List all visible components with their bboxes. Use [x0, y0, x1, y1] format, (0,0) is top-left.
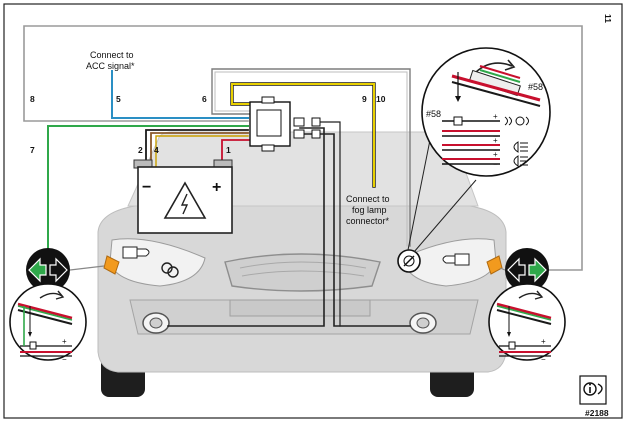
doc-code: #2188: [585, 408, 609, 418]
fog-label-line3: connector*: [346, 216, 390, 226]
fog-label-line2: fog lamp: [352, 205, 387, 215]
lightning-warning-icon: [163, 181, 207, 219]
polarity-minus-2: −: [493, 146, 498, 155]
wire-1: [221, 139, 255, 167]
battery: − +: [133, 159, 233, 234]
wire-number-4: 4: [154, 145, 159, 155]
bulb-icon: [442, 253, 470, 266]
arrow-right-icon: [528, 257, 547, 283]
wire-number-10: 10: [376, 94, 386, 104]
indicator-left: [103, 255, 120, 275]
bulb-icon: [122, 246, 150, 259]
headlight-connection-detail: #58 #58 + − + − + −: [407, 47, 551, 253]
plate-area: [229, 299, 371, 317]
wires: [23, 25, 583, 327]
battery-minus: −: [142, 179, 151, 196]
pin58-top-label: #58: [528, 82, 543, 92]
wire-5: [111, 70, 249, 119]
wire-6: [211, 68, 411, 247]
wire-7: [47, 125, 249, 257]
wire-number-9: 9: [362, 94, 367, 104]
link-icon: [161, 262, 179, 278]
polarity-plus-1: +: [493, 112, 498, 121]
fog-label-line1: Connect to: [346, 194, 390, 204]
polarity-minus-right: −: [541, 355, 546, 364]
polarity-plus-3: +: [493, 150, 498, 159]
wire-number-8: 8: [30, 94, 35, 104]
arrow-right-icon: [49, 257, 68, 283]
acc-label-line1: Connect to: [90, 50, 134, 60]
right-indicator-badge: [499, 248, 549, 292]
polarity-minus-left: −: [62, 355, 67, 364]
low-beam-icon: [513, 141, 528, 153]
indicator-right: [486, 255, 503, 275]
wire-number-7: 7: [30, 145, 35, 155]
pin58-left-label: #58: [426, 109, 441, 119]
wire-number-6: 6: [202, 94, 207, 104]
wire-number-2: 2: [138, 145, 143, 155]
right-indicator-detail: + −: [488, 283, 566, 364]
arrow-left-icon: [507, 257, 526, 283]
fog-harness: [167, 127, 325, 327]
polarity-plus-right: +: [541, 337, 546, 346]
arrow-left-icon: [28, 257, 47, 283]
polarity-plus-left: +: [62, 337, 67, 346]
control-module: [249, 96, 321, 152]
high-beam-icon: [513, 155, 528, 167]
polarity-minus-3: −: [493, 160, 498, 169]
wire-4: [150, 132, 249, 167]
left-indicator-detail: + −: [9, 283, 87, 364]
wire-2: [145, 129, 249, 167]
wire-number-1: 1: [226, 145, 231, 155]
grille: [224, 253, 381, 292]
acc-label-line2: ACC signal*: [86, 61, 135, 71]
wire-number-5: 5: [116, 94, 121, 104]
page-number: 11: [603, 14, 613, 23]
sidelight-icon: [504, 116, 529, 126]
polarity-minus-1: −: [493, 132, 498, 141]
wire-8: [23, 25, 583, 271]
polarity-plus-2: +: [493, 136, 498, 145]
fog-connector: [397, 249, 421, 273]
info-manual-icon: #2188: [579, 375, 609, 418]
left-indicator-badge: [26, 248, 105, 292]
battery-plus: +: [212, 179, 221, 196]
